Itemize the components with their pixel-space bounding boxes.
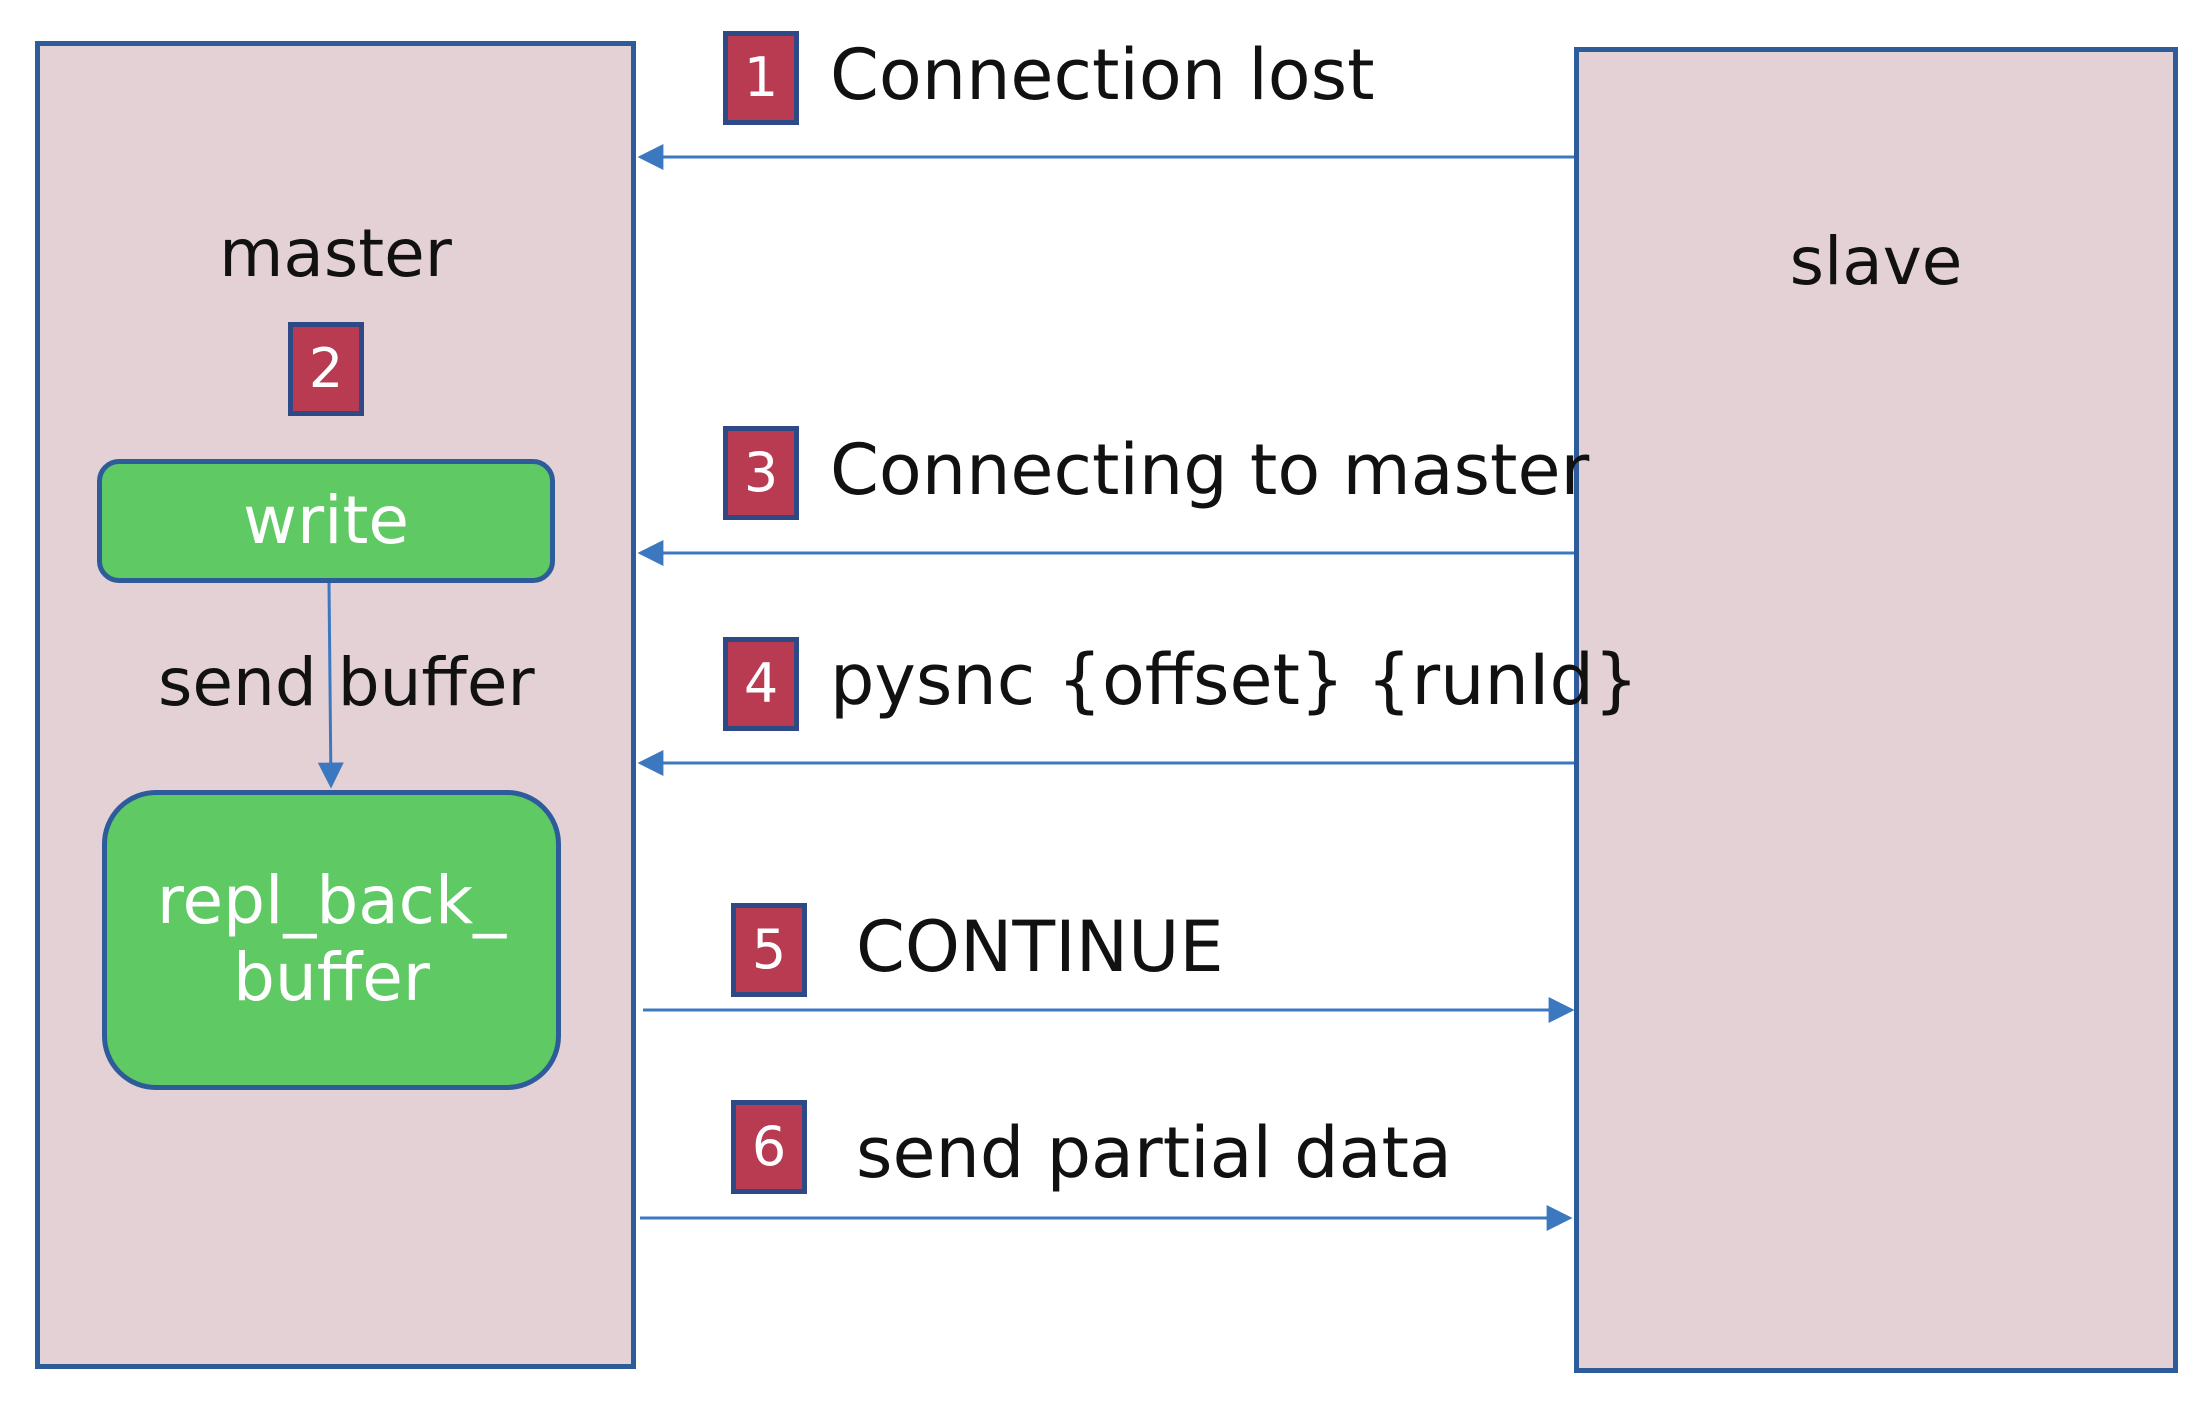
- step-badge-1: 1: [723, 31, 799, 125]
- write-to-buffer-arrow: [317, 582, 344, 789]
- repl-back-buffer-box: repl_back_ buffer: [102, 790, 561, 1090]
- message-label-1: Connection lost: [830, 34, 1375, 116]
- step-badge-5: 5: [731, 903, 807, 997]
- master-node: master: [35, 41, 636, 1369]
- message-label-4: pysnc {offset} {runId}: [830, 639, 1639, 721]
- master-label: master: [219, 215, 452, 292]
- send-buffer-label: send buffer: [158, 644, 535, 721]
- message-label-3: Connecting to master: [830, 429, 1590, 511]
- buffer-label-line-2: buffer: [233, 939, 430, 1016]
- message-label-6: send partial data: [856, 1112, 1452, 1194]
- slave-label: slave: [1789, 223, 1963, 300]
- buffer-label-line-1: repl_back_: [156, 862, 507, 940]
- slave-node: slave: [1574, 47, 2178, 1373]
- write-box: write: [97, 459, 555, 583]
- step-badge-6: 6: [731, 1100, 807, 1194]
- step-badge-4: 4: [723, 637, 799, 731]
- message-label-5: CONTINUE: [856, 906, 1224, 988]
- step-badge-2: 2: [288, 322, 364, 416]
- step-badge-3: 3: [723, 426, 799, 520]
